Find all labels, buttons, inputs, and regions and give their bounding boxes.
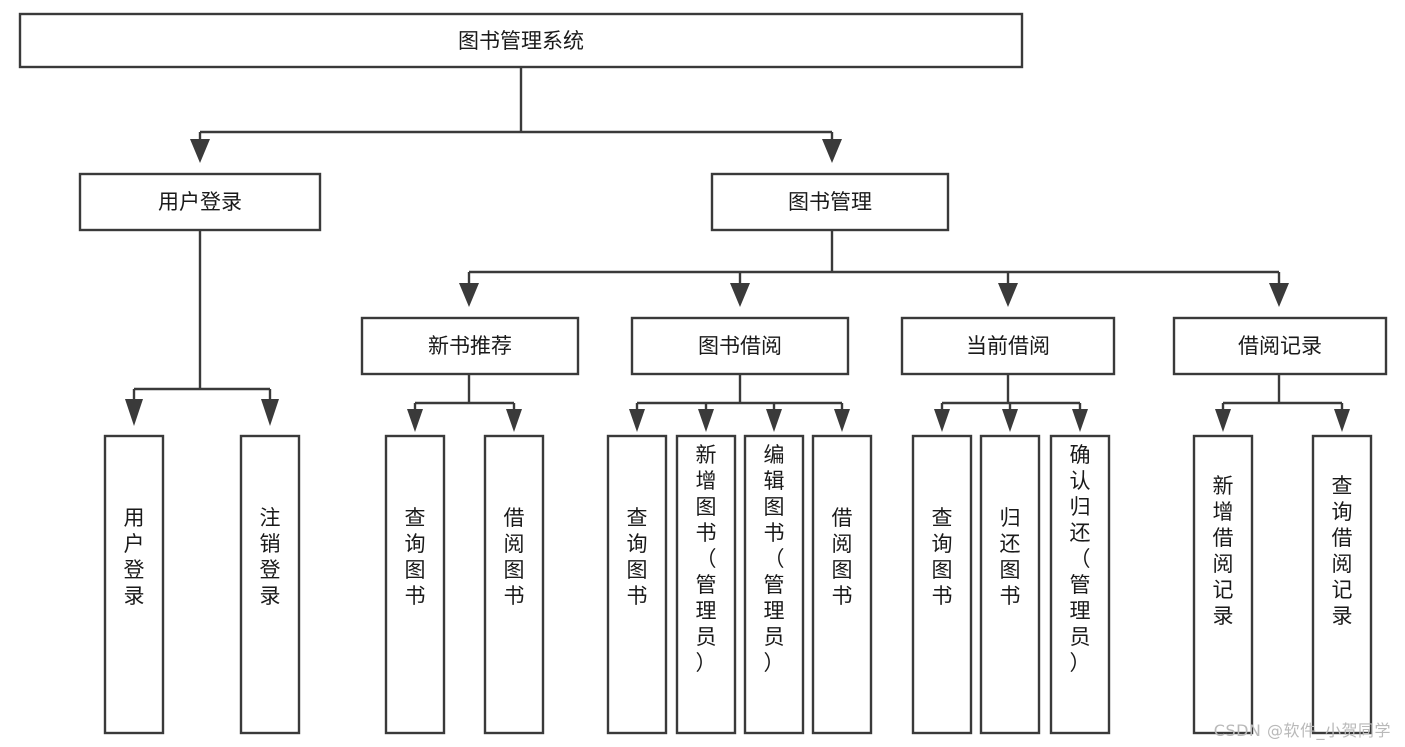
node-label-leaf-add-borrow-record: 新增借阅记录 (1213, 474, 1234, 628)
node-label-leaf-edit-book-admin: 编辑图书（管理员） (764, 443, 785, 675)
arrow-head-borrow-record (1269, 283, 1289, 307)
node-leaf-confirm-return-admin[interactable]: 确认归还（管理员） (1049, 434, 1111, 735)
arrow-head-leaf-query-book-2 (629, 409, 645, 432)
node-label-leaf-logout-login: 注销登录 (260, 506, 281, 608)
node-box-user-login[interactable] (78, 172, 322, 232)
node-box-leaf-user-login[interactable] (103, 434, 165, 735)
node-label-borrow-record: 借阅记录 (1238, 334, 1322, 358)
arrow-head-leaf-add-borrow-record (1215, 409, 1231, 432)
node-box-leaf-query-book-1[interactable] (384, 434, 446, 735)
arrow-head-current-borrow (998, 283, 1018, 307)
node-label-leaf-query-book-1: 查询图书 (405, 506, 426, 608)
connector-group-root-to-level1 (190, 67, 842, 163)
node-box-leaf-add-borrow-record[interactable] (1192, 434, 1254, 735)
node-label-leaf-borrow-book-2: 借阅图书 (832, 506, 853, 608)
arrow-head-new-book-recommend (459, 283, 479, 307)
arrow-head-leaf-edit-book-admin (766, 409, 782, 432)
node-label-current-borrow: 当前借阅 (966, 334, 1050, 358)
watermark-label: CSDN @软件_小贺同学 (1213, 721, 1391, 740)
node-label-leaf-query-book-3: 查询图书 (932, 506, 953, 608)
node-leaf-add-book-admin[interactable]: 新增图书（管理员） (675, 434, 737, 735)
arrow-head-user-login (190, 139, 210, 163)
node-box-leaf-logout-login[interactable] (239, 434, 301, 735)
node-new-book-recommend[interactable]: 新书推荐 (360, 316, 580, 376)
node-book-borrow[interactable]: 图书借阅 (630, 316, 850, 376)
node-current-borrow[interactable]: 当前借阅 (900, 316, 1116, 376)
node-box-leaf-edit-book-admin[interactable] (743, 434, 805, 735)
arrow-head-leaf-add-book-admin (698, 409, 714, 432)
node-leaf-return-book[interactable]: 归还图书 (979, 434, 1041, 735)
node-leaf-query-book-2[interactable]: 查询图书 (606, 434, 668, 735)
node-label-leaf-return-book: 归还图书 (1000, 506, 1021, 608)
arrow-head-leaf-borrow-book-1 (506, 409, 522, 432)
node-box-root[interactable] (18, 12, 1024, 69)
node-box-new-book-recommend[interactable] (360, 316, 580, 376)
node-box-leaf-query-borrow-record[interactable] (1311, 434, 1373, 735)
node-label-new-book-recommend: 新书推荐 (428, 334, 512, 358)
node-label-leaf-user-login: 用户登录 (124, 506, 145, 608)
node-user-login[interactable]: 用户登录 (78, 172, 322, 232)
node-box-leaf-borrow-book-1[interactable] (483, 434, 545, 735)
node-root-book-management-system[interactable]: 图书管理系统 (18, 12, 1024, 69)
connector-group-currentborrow-to-leaves (934, 374, 1088, 432)
node-box-borrow-record[interactable] (1172, 316, 1388, 376)
arrow-head-book-management (822, 139, 842, 163)
node-leaf-query-book-3[interactable]: 查询图书 (911, 434, 973, 735)
node-leaf-edit-book-admin[interactable]: 编辑图书（管理员） (743, 434, 805, 735)
arrow-head-book-borrow (730, 283, 750, 307)
node-label-leaf-confirm-return-admin: 确认归还（管理员） (1070, 443, 1091, 675)
arrow-head-leaf-logout-login (261, 399, 279, 426)
arrow-head-leaf-query-book-3 (934, 409, 950, 432)
node-label-book-borrow: 图书借阅 (698, 334, 782, 358)
connector-group-borrowrecord-to-leaves (1215, 374, 1350, 432)
node-box-book-management[interactable] (710, 172, 950, 232)
node-leaf-query-book-1[interactable]: 查询图书 (384, 434, 446, 735)
node-box-current-borrow[interactable] (900, 316, 1116, 376)
connector-group-newbook-to-leaves (407, 374, 522, 432)
connector-group-bookmgmt-to-level2 (459, 230, 1289, 307)
node-leaf-logout-login[interactable]: 注销登录 (239, 434, 301, 735)
node-leaf-query-borrow-record[interactable]: 查询借阅记录 (1311, 434, 1373, 735)
node-borrow-record[interactable]: 借阅记录 (1172, 316, 1388, 376)
node-book-management[interactable]: 图书管理 (710, 172, 950, 232)
arrow-head-leaf-confirm-return-admin (1072, 409, 1088, 432)
node-leaf-user-login[interactable]: 用户登录 (103, 434, 165, 735)
node-box-leaf-return-book[interactable] (979, 434, 1041, 735)
node-box-leaf-confirm-return-admin[interactable] (1049, 434, 1111, 735)
arrow-head-leaf-borrow-book-2 (834, 409, 850, 432)
node-leaf-add-borrow-record[interactable]: 新增借阅记录 (1192, 434, 1254, 735)
node-label-leaf-query-book-2: 查询图书 (627, 506, 648, 608)
node-label-book-management: 图书管理 (788, 190, 872, 214)
node-label-leaf-borrow-book-1: 借阅图书 (504, 506, 525, 608)
node-box-book-borrow[interactable] (630, 316, 850, 376)
node-label-user-login: 用户登录 (158, 190, 242, 214)
node-leaf-borrow-book-1[interactable]: 借阅图书 (483, 434, 545, 735)
node-box-leaf-query-book-2[interactable] (606, 434, 668, 735)
node-leaf-borrow-book-2[interactable]: 借阅图书 (811, 434, 873, 735)
arrow-head-leaf-query-borrow-record (1334, 409, 1350, 432)
connector-group-userlogin-to-leaves (125, 230, 279, 426)
arrow-head-leaf-user-login (125, 399, 143, 426)
connector-group-bookborrow-to-leaves (629, 374, 850, 432)
node-box-leaf-add-book-admin[interactable] (675, 434, 737, 735)
arrow-head-leaf-return-book (1002, 409, 1018, 432)
node-box-leaf-query-book-3[interactable] (911, 434, 973, 735)
node-label-root: 图书管理系统 (458, 29, 584, 53)
arrow-head-leaf-query-book-1 (407, 409, 423, 432)
node-label-leaf-query-borrow-record: 查询借阅记录 (1332, 474, 1353, 628)
node-box-leaf-borrow-book-2[interactable] (811, 434, 873, 735)
node-label-leaf-add-book-admin: 新增图书（管理员） (696, 443, 717, 675)
